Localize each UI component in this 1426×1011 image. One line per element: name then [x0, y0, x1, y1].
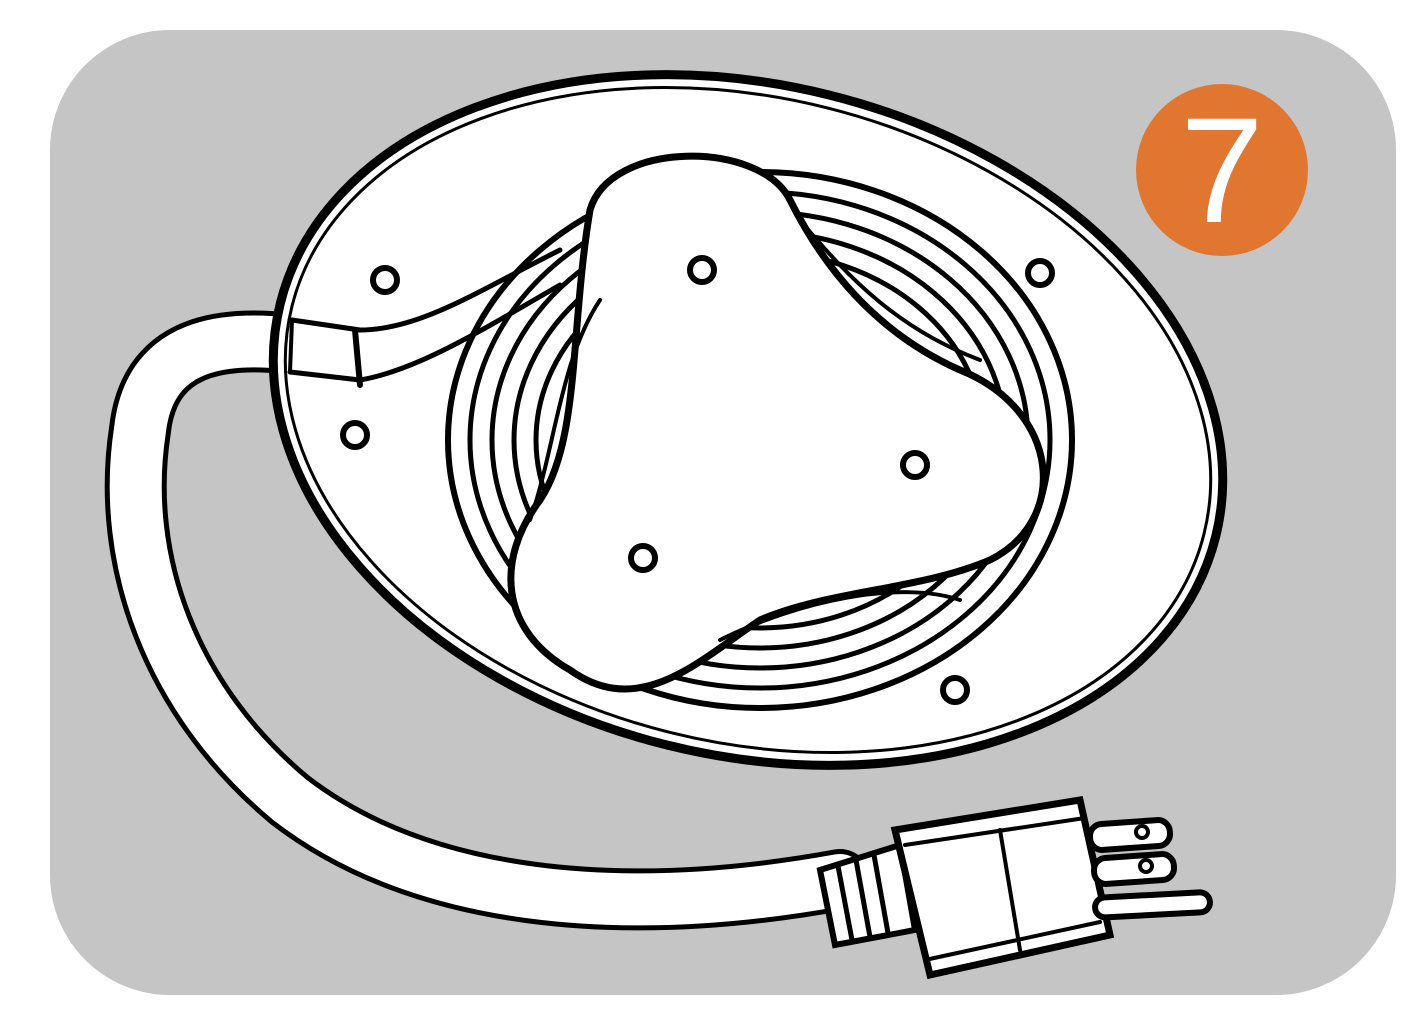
step-badge: 7 — [1136, 84, 1308, 256]
step-number: 7 — [1180, 86, 1263, 254]
